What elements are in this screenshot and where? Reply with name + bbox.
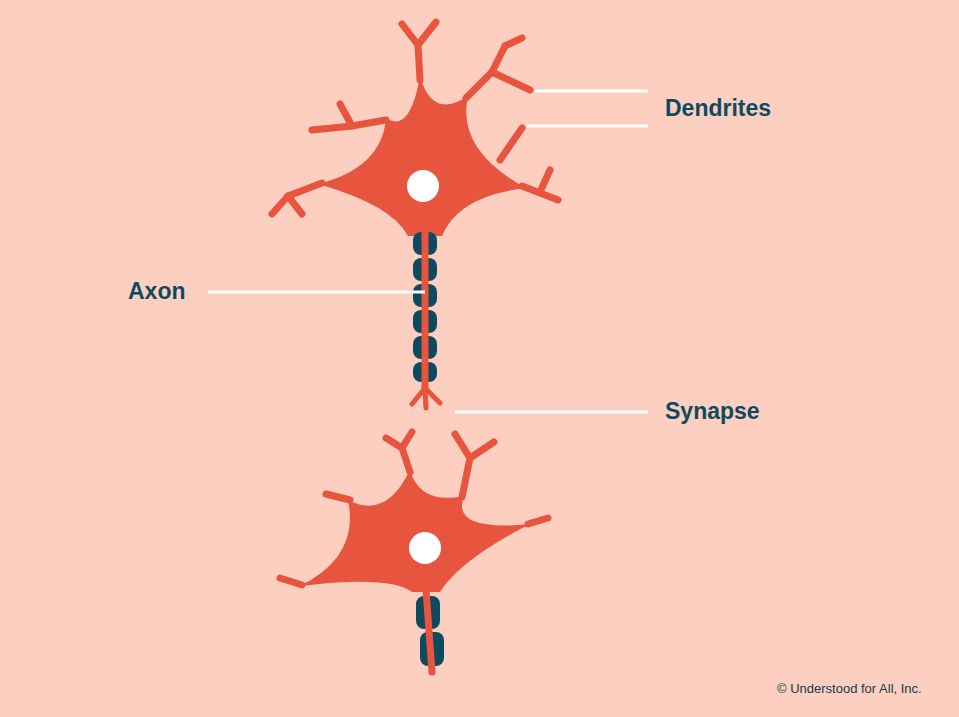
dendrite xyxy=(492,72,530,90)
dendrite xyxy=(402,432,412,448)
dendrite xyxy=(470,442,494,458)
axon-core xyxy=(422,230,429,392)
dendrite xyxy=(340,104,352,126)
leader-lines xyxy=(208,91,648,412)
axon-terminal xyxy=(412,388,440,408)
dendrite xyxy=(500,128,522,160)
dendrite xyxy=(288,196,302,214)
bottom-neuron xyxy=(280,432,548,672)
terminal-branch xyxy=(425,390,426,408)
top-neuron xyxy=(272,22,558,408)
part-label: Axon xyxy=(128,280,186,303)
part-label: Synapse xyxy=(665,400,760,423)
dendrite xyxy=(540,170,550,192)
nucleus xyxy=(407,170,439,202)
dendrite xyxy=(272,183,322,214)
dendrite xyxy=(418,22,436,45)
dendrite xyxy=(455,434,470,497)
leader-line xyxy=(527,125,648,128)
dendrite xyxy=(402,24,420,80)
nucleus xyxy=(409,532,441,564)
axon-core xyxy=(426,590,432,672)
part-label: Dendrites xyxy=(665,97,771,120)
copyright-notice: © Understood for All, Inc. xyxy=(777,682,922,695)
leader-line xyxy=(208,291,425,294)
leader-line xyxy=(455,411,648,414)
leader-line xyxy=(535,90,648,93)
dendrite xyxy=(280,578,302,585)
dendrite xyxy=(326,494,350,500)
dendrite xyxy=(528,518,548,524)
cell-body xyxy=(318,76,526,236)
dendrite xyxy=(505,38,522,46)
cell-body xyxy=(300,470,530,592)
